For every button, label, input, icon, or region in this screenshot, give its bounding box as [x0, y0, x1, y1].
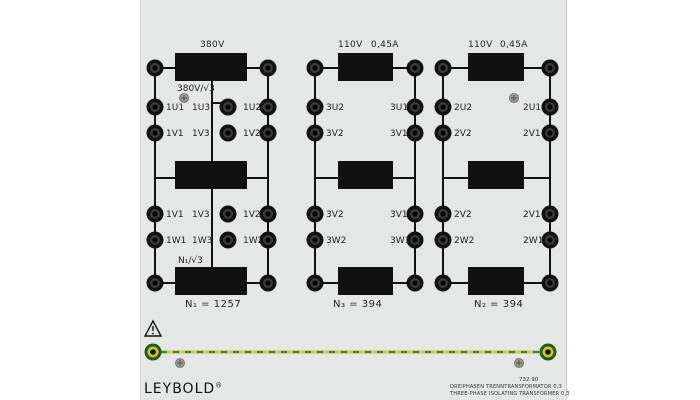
primary-neutral-label: N₁/√3	[178, 256, 203, 266]
socket-3v1b[interactable]	[406, 205, 424, 223]
brand-registered-mark: ®	[215, 381, 224, 390]
warning-triangle-icon	[143, 319, 163, 337]
socket-3-bottom-left[interactable]	[306, 274, 324, 292]
label-1u3: 1U3	[192, 103, 211, 113]
screw-icon	[509, 93, 519, 103]
socket-3v2[interactable]	[306, 124, 324, 142]
label-1v2b: 1V2	[243, 210, 261, 220]
label-1v3: 1V3	[192, 129, 210, 139]
socket-1u3[interactable]	[219, 98, 237, 116]
label-1v1: 1V1	[166, 129, 184, 139]
label-2v1: 2V1	[523, 129, 541, 139]
primary-coil-u	[175, 53, 247, 81]
socket-3u1[interactable]	[406, 98, 424, 116]
socket-1v3b[interactable]	[219, 205, 237, 223]
socket-2v2b[interactable]	[434, 205, 452, 223]
screw-icon	[179, 93, 189, 103]
label-1v3b: 1V3	[192, 210, 210, 220]
socket-2v2[interactable]	[434, 124, 452, 142]
socket-3-top-right[interactable]	[406, 59, 424, 77]
description-english: THREE-PHASE ISOLATING TRANSFORMER 0,3	[450, 391, 570, 397]
label-2u1: 2U1	[523, 103, 542, 113]
socket-1v1b[interactable]	[146, 205, 164, 223]
socket-1-top-left[interactable]	[146, 59, 164, 77]
earth-socket-icon[interactable]	[539, 343, 557, 361]
secondary3-coil-u	[338, 53, 393, 81]
label-3w2: 3W2	[326, 236, 347, 246]
socket-2w2[interactable]	[434, 231, 452, 249]
earth-socket-icon[interactable]	[144, 343, 162, 361]
socket-2-bottom-left[interactable]	[434, 274, 452, 292]
primary-voltage-label: 380V	[200, 40, 225, 50]
label-1u1: 1U1	[166, 103, 185, 113]
socket-2u1[interactable]	[541, 98, 559, 116]
label-2u2: 2U2	[454, 103, 473, 113]
secondary2-turns-label: N₂ = 394	[474, 299, 524, 310]
socket-1-bottom-right[interactable]	[259, 274, 277, 292]
label-1v2: 1V2	[243, 129, 261, 139]
secondary3-voltage-label: 110V	[338, 40, 363, 50]
brand-name: LEYBOLD	[144, 381, 216, 397]
secondary2-coil-v	[468, 161, 524, 189]
label-3v1: 3V1	[390, 129, 408, 139]
primary-coil-v	[175, 161, 247, 189]
label-2v1b: 2V1	[523, 210, 541, 220]
primary-star-voltage-label: 380V/√3	[177, 84, 215, 94]
primary-turns-label: N₁ = 1257	[185, 299, 242, 310]
socket-1u2[interactable]	[259, 98, 277, 116]
socket-3v1[interactable]	[406, 124, 424, 142]
label-1u2: 1U2	[243, 103, 262, 113]
label-1v1b: 1V1	[166, 210, 184, 220]
socket-3w2[interactable]	[306, 231, 324, 249]
socket-2u2[interactable]	[434, 98, 452, 116]
secondary2-current-label: 0,45A	[500, 40, 528, 50]
socket-1u1[interactable]	[146, 98, 164, 116]
secondary3-current-label: 0,45A	[371, 40, 399, 50]
socket-1-top-right[interactable]	[259, 59, 277, 77]
socket-1w3[interactable]	[219, 231, 237, 249]
screw-icon	[514, 358, 524, 368]
label-3v2b: 3V2	[326, 210, 344, 220]
socket-3-bottom-right[interactable]	[406, 274, 424, 292]
socket-2-top-right[interactable]	[541, 59, 559, 77]
socket-1v2b[interactable]	[259, 205, 277, 223]
secondary3-coil-v	[338, 161, 393, 189]
socket-3-top-left[interactable]	[306, 59, 324, 77]
secondary2-coil-u	[468, 53, 524, 81]
primary-coil-w	[175, 267, 247, 295]
label-3v1b: 3V1	[390, 210, 408, 220]
socket-2w1[interactable]	[541, 231, 559, 249]
socket-1v3[interactable]	[219, 124, 237, 142]
socket-2v1b[interactable]	[541, 205, 559, 223]
socket-3u2[interactable]	[306, 98, 324, 116]
label-1w2: 1W2	[243, 236, 264, 246]
socket-2-top-left[interactable]	[434, 59, 452, 77]
socket-2-bottom-right[interactable]	[541, 274, 559, 292]
model-number: 732 90	[519, 377, 539, 383]
socket-3v2b[interactable]	[306, 205, 324, 223]
secondary3-coil-w	[338, 267, 393, 295]
socket-1-bottom-left[interactable]	[146, 274, 164, 292]
label-2w1: 2W1	[523, 236, 544, 246]
label-3w1: 3W1	[390, 236, 411, 246]
secondary2-coil-w	[468, 267, 524, 295]
socket-2v1[interactable]	[541, 124, 559, 142]
label-3u1: 3U1	[390, 103, 409, 113]
brand-logo: LEYBOLD®	[144, 381, 223, 397]
description-german: DREIPHASEN TRENNTRANSFORMATOR 0,3	[450, 384, 562, 390]
label-2v2b: 2V2	[454, 210, 472, 220]
screw-icon	[175, 358, 185, 368]
secondary2-voltage-label: 110V	[468, 40, 493, 50]
label-2w2: 2W2	[454, 236, 475, 246]
socket-1v2[interactable]	[259, 124, 277, 142]
label-2v2: 2V2	[454, 129, 472, 139]
label-1w3: 1W3	[192, 236, 213, 246]
socket-1v1[interactable]	[146, 124, 164, 142]
label-1w1: 1W1	[166, 236, 187, 246]
label-3v2: 3V2	[326, 129, 344, 139]
label-3u2: 3U2	[326, 103, 345, 113]
socket-1w1[interactable]	[146, 231, 164, 249]
secondary3-turns-label: N₃ = 394	[333, 299, 383, 310]
